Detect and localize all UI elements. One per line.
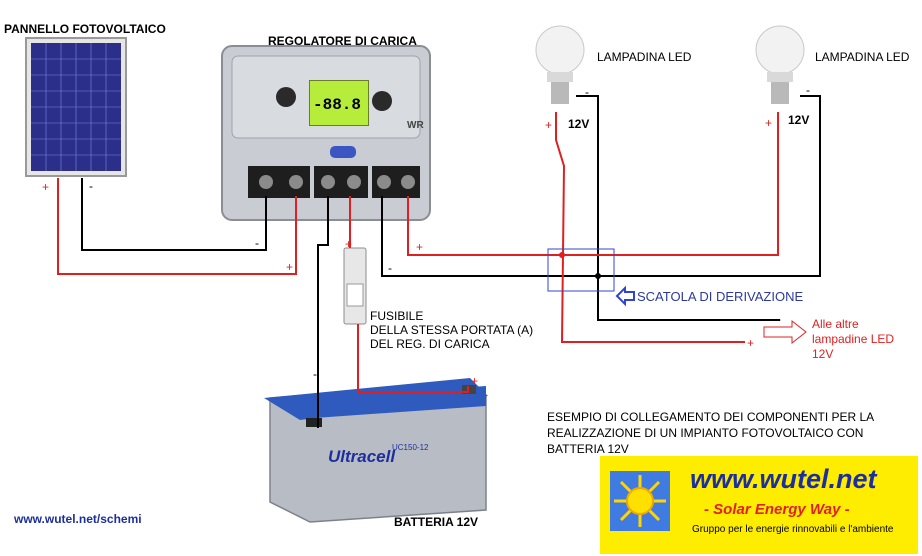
negative-wires (81, 95, 821, 428)
panel-minus-mark: - (89, 179, 93, 193)
example-line1: ESEMPIO DI COLLEGAMENTO DEI COMPONENTI P… (547, 410, 875, 424)
lamp2-voltage: 12V (788, 113, 810, 127)
fuse-line2: DEL REG. DI CARICA (370, 337, 490, 351)
load-plus-mark: + (416, 240, 424, 254)
other-lamps-line1: Alle altre (812, 317, 859, 331)
panel-label: PANNELLO FOTOVOLTAICO (4, 22, 166, 36)
other-lamps-line2: lampadine LED (812, 332, 895, 346)
fuse-holder (343, 247, 367, 325)
led-lamp-1 (535, 25, 585, 104)
lamp1-minus-mark: - (585, 85, 589, 99)
lamp1-plus-mark: + (545, 118, 553, 132)
banner-subtitle: Gruppo per le energie rinnovabili e l'am… (692, 524, 894, 535)
load-minus-mark: - (388, 261, 392, 275)
outgoing-arrow-icon (763, 319, 807, 345)
banner-tagline: - Solar Energy Way - (704, 501, 850, 518)
junction-arrow-icon (615, 285, 635, 307)
positive-wires (57, 112, 779, 393)
footer-link[interactable]: www.wutel.net/schemi (14, 512, 142, 526)
other-lamps-line3: 12V (812, 347, 834, 361)
brand-banner: www.wutel.net - Solar Energy Way - Grupp… (600, 456, 918, 554)
regulator-panel-plus: + (286, 260, 294, 274)
lamp2-minus-mark: - (806, 83, 810, 97)
junction-box (547, 248, 615, 292)
lamp2-label: LAMPADINA LED (815, 50, 910, 64)
outgoing-plus-mark: + (747, 336, 755, 350)
banner-url[interactable]: www.wutel.net (690, 464, 877, 494)
fuse-title: FUSIBILE (370, 309, 424, 323)
battery (264, 378, 488, 523)
lamp1-label: LAMPADINA LED (597, 50, 692, 64)
regulator-label: REGOLATORE DI CARICA (268, 34, 417, 48)
battery-brand: Ultracell (328, 447, 396, 466)
sun-logo-icon (610, 471, 670, 531)
example-line3: BATTERIA 12V (547, 442, 629, 456)
battery-label: BATTERIA 12V (394, 515, 479, 529)
charge-regulator (221, 45, 431, 221)
fuse-line1: DELLA STESSA PORTATA (A) (370, 323, 534, 337)
lamp2-plus-mark: + (765, 116, 773, 130)
regulator-panel-minus: - (255, 236, 259, 250)
example-line2: REALIZZAZIONE DI UN IMPIANTO FOTOVOLTAIC… (547, 426, 864, 440)
regulator-badge: WR (407, 120, 424, 131)
panel-plus-mark: + (42, 180, 50, 194)
solar-panel (25, 37, 127, 177)
lcd-readout: -88.8 (313, 96, 362, 114)
battery-model: UC150-12 (392, 443, 429, 452)
battery-minus-mark: - (313, 367, 317, 381)
led-lamp-2 (755, 25, 805, 104)
junction-box-label: SCATOLA DI DERIVAZIONE (637, 289, 804, 304)
regulator-lcd: -88.8 (309, 80, 369, 126)
junction-node-positive (559, 252, 565, 258)
lamp1-voltage: 12V (568, 117, 590, 131)
junction-node-negative (595, 273, 601, 279)
battery-plus-mark: + (471, 374, 479, 388)
outgoing-minus-mark: - (777, 312, 781, 326)
fuse-plus-mark: + (345, 237, 353, 251)
